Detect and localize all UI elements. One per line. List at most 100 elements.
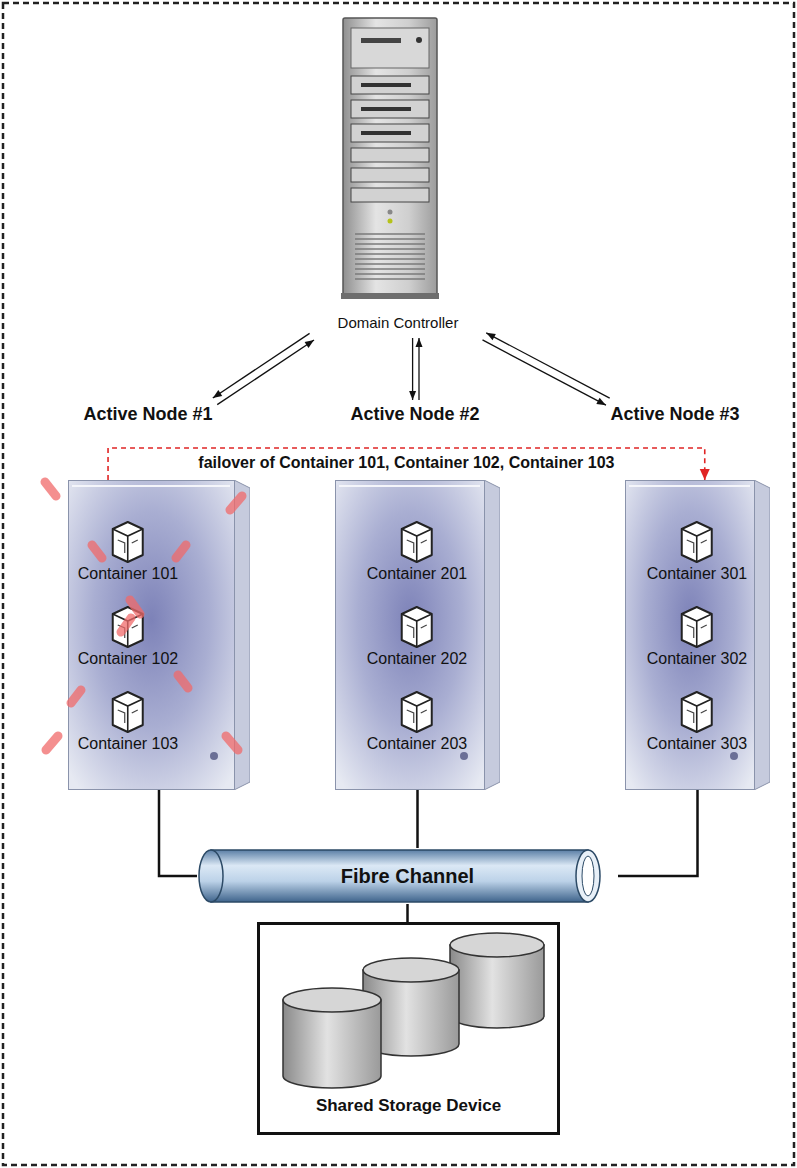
rack-knob — [460, 752, 468, 760]
icon-detail — [687, 710, 707, 723]
rack-highlight — [339, 485, 480, 487]
icon-outline — [113, 522, 143, 562]
channel-label: Fibre Channel — [197, 864, 618, 888]
rack-side — [754, 480, 770, 790]
cross-dash — [176, 545, 186, 558]
rack-front — [626, 481, 755, 790]
container-box: Container 302 — [645, 605, 750, 669]
container-label: Container 203 — [367, 734, 468, 754]
grille-line — [355, 273, 425, 275]
icon-detail — [407, 710, 427, 723]
arrowhead — [305, 340, 314, 348]
cross-dash — [178, 675, 188, 688]
active-node: Active Node #2Container 201Container 202… — [335, 480, 500, 790]
icon-detail — [687, 625, 707, 638]
container-box: Container 203 — [365, 690, 470, 754]
drive-bay — [351, 148, 429, 162]
icon-outline — [402, 607, 432, 647]
tower-base — [341, 293, 439, 299]
drive-bay — [351, 100, 429, 118]
node-heading: Active Node #2 — [350, 403, 479, 425]
grille-line — [355, 258, 425, 260]
grille-line — [355, 268, 425, 270]
icon-detail — [407, 540, 427, 553]
container-label: Container 201 — [367, 564, 468, 584]
icon-detail — [407, 625, 427, 638]
drive-bay — [351, 76, 429, 94]
icon-detail — [687, 540, 707, 553]
container-label: Container 101 — [78, 564, 179, 584]
connector-line — [486, 333, 609, 398]
container-icon — [399, 605, 435, 649]
container-label: Container 202 — [367, 649, 468, 669]
icon-outline — [113, 692, 143, 732]
pipe-cap — [576, 850, 600, 902]
container-icon — [679, 520, 715, 564]
cross-dash — [71, 690, 81, 703]
container-icon — [110, 690, 146, 734]
icon-edge — [113, 699, 143, 732]
led — [388, 219, 393, 224]
control-arrow — [482, 340, 605, 405]
node-label: Domain Controller — [305, 314, 491, 331]
rack-side — [234, 480, 250, 790]
fibre-link — [159, 790, 197, 876]
icon-outline — [682, 522, 712, 562]
failure-mark — [45, 482, 242, 750]
rack-highlight — [72, 485, 230, 487]
container-icon — [110, 605, 146, 649]
grille-line — [355, 253, 425, 255]
control-arrow — [409, 338, 416, 400]
container-box: Container 101 — [76, 520, 181, 584]
control-arrow — [486, 333, 609, 398]
icon-edge — [682, 699, 712, 732]
drive-slot — [361, 83, 411, 87]
drive-slot — [361, 131, 411, 135]
container-box: Container 103 — [76, 690, 181, 754]
container-label: Container 301 — [647, 564, 748, 584]
tower-panel — [351, 28, 429, 68]
server-node: Domain Controller — [305, 12, 491, 335]
rack-knob — [210, 752, 218, 760]
container-icon — [679, 605, 715, 649]
grille-line — [355, 238, 425, 240]
fibre-channel: Fibre Channel — [197, 848, 618, 904]
connector-line — [406, 904, 409, 922]
container-label: Container 303 — [647, 734, 748, 754]
disk-top — [363, 958, 459, 982]
grille-line — [355, 278, 425, 280]
icon-edge — [682, 529, 712, 562]
icon-edge — [402, 699, 432, 732]
led — [388, 210, 393, 215]
icon-detail — [118, 540, 138, 553]
rack-knob — [730, 752, 738, 760]
container-label: Container 102 — [78, 649, 179, 669]
active-node: Active Node #1Container 101Container 102… — [68, 480, 250, 790]
grille-line — [355, 233, 425, 235]
container-box: Container 202 — [365, 605, 470, 669]
tower-body — [343, 18, 437, 296]
arrowhead — [486, 333, 496, 340]
cross-dash — [121, 618, 131, 632]
icon-detail — [118, 710, 138, 723]
fibre-link — [618, 790, 698, 876]
icon-edge — [402, 529, 432, 562]
drive-bay — [351, 188, 429, 202]
grille-line — [355, 263, 425, 265]
drive-bay — [351, 168, 429, 182]
connector-line — [213, 333, 310, 398]
connector-line — [618, 790, 698, 876]
container-box: Container 102 — [76, 605, 181, 669]
connector-line — [418, 338, 419, 400]
connector-line — [416, 790, 419, 848]
disk-top — [450, 933, 544, 957]
storage-device: Shared Storage Device — [257, 922, 560, 1135]
control-arrow — [416, 338, 423, 400]
arrowhead — [596, 398, 606, 405]
cross-dash — [92, 545, 102, 558]
disk-top — [283, 988, 381, 1012]
cross-dash — [226, 736, 238, 750]
dashed-border — [3, 3, 794, 1165]
